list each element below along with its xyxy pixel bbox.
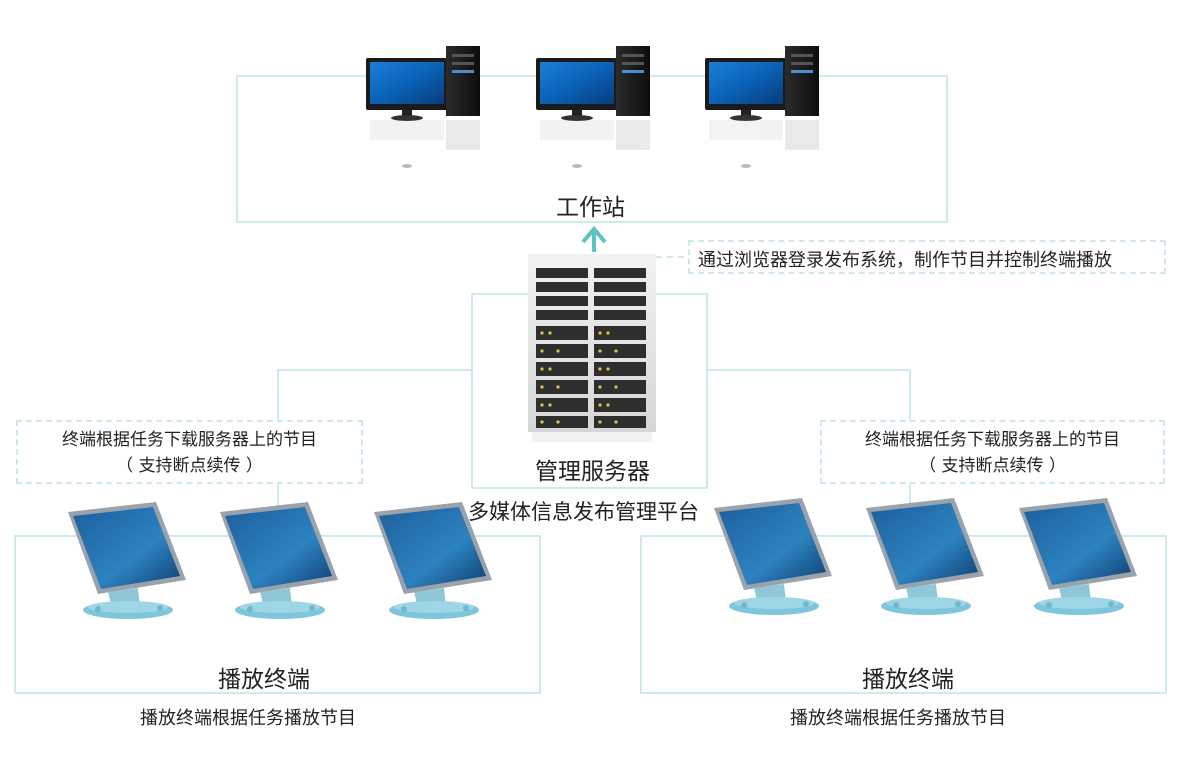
server-rack-icon	[528, 254, 656, 442]
right-download-note-line1: 终端根据任务下载服务器上的节目	[865, 430, 1120, 450]
left-terminal-label: 播放终端	[218, 667, 310, 693]
server-label: 管理服务器	[535, 459, 650, 485]
right-branch-line	[707, 369, 911, 420]
display-terminal-icon	[374, 502, 492, 619]
display-terminal-icon	[866, 498, 984, 615]
workstation-pc-icon	[536, 46, 650, 168]
left-terminal-caption: 播放终端根据任务播放节目	[140, 708, 356, 729]
left-download-note-line1: 终端根据任务下载服务器上的节目	[62, 430, 317, 450]
display-terminal-icon	[1019, 498, 1137, 615]
workstation-label: 工作站	[556, 195, 625, 221]
display-terminal-icon	[220, 502, 338, 619]
upload-arrow-icon	[581, 225, 607, 252]
display-terminal-icon	[68, 502, 186, 619]
browser-note-box: 通过浏览器登录发布系统，制作节目并控制终端播放	[688, 240, 1166, 274]
platform-label: 多媒体信息发布管理平台	[468, 500, 699, 524]
left-download-note-box: 终端根据任务下载服务器上的节目 （ 支持断点续传 ）	[16, 420, 363, 484]
workstation-pc-icon	[705, 46, 819, 168]
workstation-pc-icon	[366, 46, 480, 168]
left-download-note-line2: （ 支持断点续传 ）	[116, 456, 263, 476]
right-terminal-caption: 播放终端根据任务播放节目	[790, 708, 1006, 729]
right-download-note-line2: （ 支持断点续传 ）	[919, 456, 1066, 476]
right-download-note-box: 终端根据任务下载服务器上的节目 （ 支持断点续传 ）	[820, 420, 1165, 484]
right-terminal-label: 播放终端	[862, 667, 954, 693]
display-terminal-icon	[714, 498, 832, 615]
left-branch-line	[277, 369, 472, 420]
browser-note-text: 通过浏览器登录发布系统，制作节目并控制终端播放	[698, 250, 1112, 271]
